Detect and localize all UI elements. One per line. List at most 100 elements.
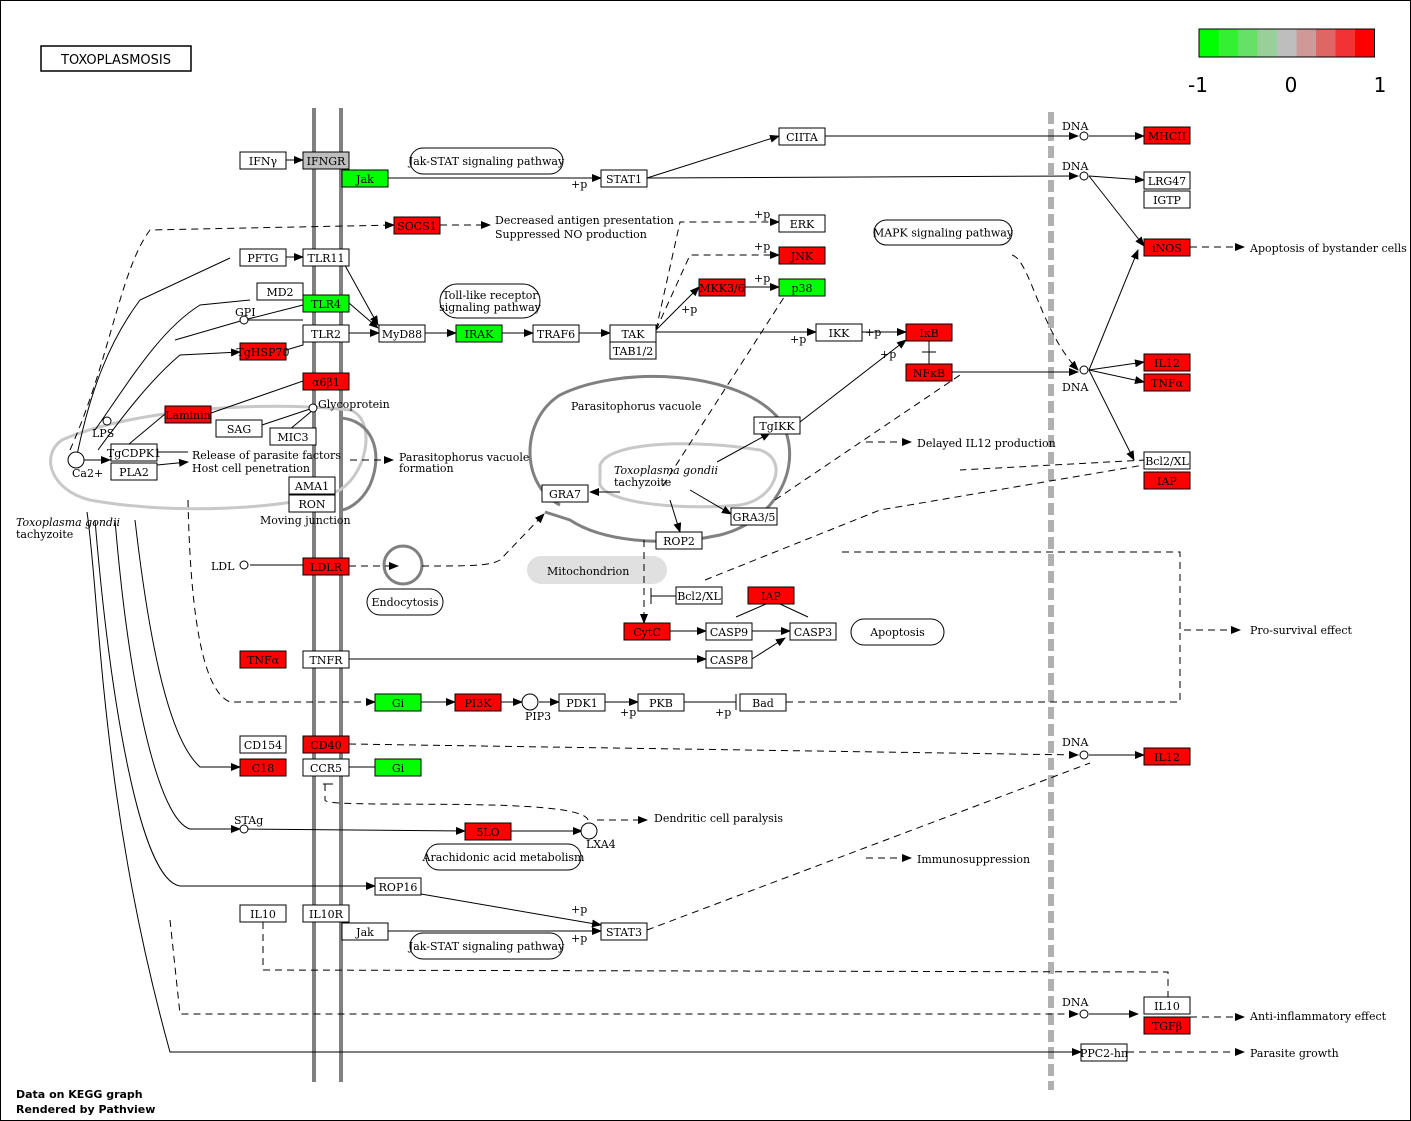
g-tak[interactable]: TAK <box>609 324 657 343</box>
g-tab12[interactable]: TAB1/2 <box>609 341 657 360</box>
g-bcl2xl2-label: Bcl2/XL <box>677 590 721 603</box>
g-ikk[interactable]: IKK <box>815 323 863 342</box>
g-tnfr[interactable]: TNFR <box>302 650 350 669</box>
pathway-title: TOXOPLASMOSIS <box>60 53 171 68</box>
g-rop2[interactable]: ROP2 <box>655 531 703 550</box>
g-socs1[interactable]: SOCS1 <box>393 216 441 235</box>
g-inos[interactable]: iNOS <box>1143 238 1191 257</box>
g-mhcii[interactable]: MHCII <box>1143 126 1191 145</box>
g-tghsp70[interactable]: TgHSP70 <box>237 342 290 361</box>
g-ama1[interactable]: AMA1 <box>288 476 336 495</box>
g-ldlr[interactable]: LDLR <box>302 557 350 576</box>
g-pdk1[interactable]: PDK1 <box>558 693 606 712</box>
g-sag[interactable]: SAG <box>215 419 263 438</box>
g-gra35[interactable]: GRA3/5 <box>730 507 778 526</box>
g-tgfb[interactable]: TGFβ <box>1143 1016 1191 1035</box>
g-cytc[interactable]: CytC <box>623 622 671 641</box>
g-casp9-box <box>705 622 753 641</box>
g-gi2-label: Gi <box>392 762 405 775</box>
g-irak[interactable]: IRAK <box>455 324 503 343</box>
g-il12b[interactable]: IL12 <box>1143 747 1191 766</box>
g-gra7[interactable]: GRA7 <box>541 484 589 503</box>
g-a6b1[interactable]: α6β1 <box>302 372 350 391</box>
g-mhcii-box <box>1143 126 1191 145</box>
g-gra35-label: GRA3/5 <box>733 511 776 524</box>
g-jak1[interactable]: Jak <box>341 169 389 188</box>
g-bad[interactable]: Bad <box>739 693 787 712</box>
g-casp3[interactable]: CASP3 <box>789 622 837 641</box>
g-tlr2[interactable]: TLR2 <box>302 324 350 343</box>
dna-node-2 <box>1079 171 1089 181</box>
g-casp8[interactable]: CASP8 <box>705 650 753 669</box>
g-ccr5[interactable]: CCR5 <box>302 758 350 777</box>
g-jnk-label: JNK <box>790 250 814 263</box>
g-tnfa1[interactable]: TNFα <box>1143 373 1191 392</box>
g-gi1[interactable]: Gi <box>374 693 422 712</box>
g-il10a[interactable]: IL10 <box>239 904 287 923</box>
g-cd154-box <box>239 735 287 754</box>
g-jak2[interactable]: Jak <box>341 922 389 941</box>
g-il10b[interactable]: IL10 <box>1143 996 1191 1015</box>
g-ron[interactable]: RON <box>288 494 336 513</box>
g-tgikk[interactable]: TgIKK <box>753 416 801 435</box>
legend-swatch-8 <box>1355 29 1375 57</box>
g-stat3[interactable]: STAT3 <box>600 922 648 941</box>
g-ifny[interactable]: IFNγ <box>239 151 287 170</box>
g-iap2[interactable]: IAP <box>747 586 795 605</box>
g-tgcdpk1-box <box>110 443 158 462</box>
g-mic3[interactable]: MIC3 <box>269 427 317 446</box>
pw-apop-box <box>850 618 945 646</box>
g-erk[interactable]: ERK <box>778 214 826 233</box>
g-iap1[interactable]: IAP <box>1143 471 1191 490</box>
g-pftg[interactable]: PFTG <box>239 248 287 267</box>
g-tgcdpk1[interactable]: TgCDPK1 <box>107 443 161 462</box>
pw-mapk[interactable]: MAPK signaling pathway <box>873 219 1014 246</box>
g-stat1[interactable]: STAT1 <box>600 169 648 188</box>
g-traf6[interactable]: TRAF6 <box>532 324 580 343</box>
pw-toll-label: signaling pathway <box>439 301 542 314</box>
g-lrg47[interactable]: LRG47 <box>1143 171 1191 190</box>
g-igtp[interactable]: IGTP <box>1143 190 1191 209</box>
g-il10r[interactable]: IL10R <box>302 904 350 923</box>
pw-jakstat1[interactable]: Jak-STAT signaling pathway <box>408 147 565 175</box>
g-cd40[interactable]: CD40 <box>302 735 350 754</box>
g-nfkb[interactable]: NFκB <box>905 363 953 382</box>
pw-arach[interactable]: Arachidonic acid metabolism <box>422 843 585 871</box>
g-p38[interactable]: p38 <box>778 278 826 297</box>
pw-endo[interactable]: Endocytosis <box>366 588 444 616</box>
g-gi2[interactable]: Gi <box>374 758 422 777</box>
g-ikb[interactable]: IκB <box>905 323 953 342</box>
g-bcl2xl1[interactable]: Bcl2/XL <box>1143 451 1191 470</box>
g-ifngr[interactable]: IFNGR <box>302 151 350 170</box>
g-ppc2[interactable]: PPC2-hn <box>1080 1043 1128 1062</box>
g-myd88[interactable]: MyD88 <box>378 324 426 343</box>
g-cd154[interactable]: CD154 <box>239 735 287 754</box>
g-rop16-box <box>374 877 422 896</box>
g-rop16[interactable]: ROP16 <box>374 877 422 896</box>
g-tlr11[interactable]: TLR11 <box>302 248 350 267</box>
pw-endo-label: Endocytosis <box>371 596 438 609</box>
g-ikk-box <box>815 323 863 342</box>
pw-apop[interactable]: Apoptosis <box>850 618 945 646</box>
g-5lo[interactable]: 5LO <box>464 822 512 841</box>
g-pkb[interactable]: PKB <box>637 693 685 712</box>
g-tlr4[interactable]: TLR4 <box>302 294 350 313</box>
g-c18[interactable]: C18 <box>239 758 287 777</box>
lbl-lxa4: LXA4 <box>586 838 616 851</box>
g-il10r-label: IL10R <box>309 908 344 921</box>
g-ciita[interactable]: CIITA <box>778 127 826 146</box>
pw-jakstat2[interactable]: Jak-STAT signaling pathway <box>408 932 565 960</box>
g-casp9[interactable]: CASP9 <box>705 622 753 641</box>
g-jnk[interactable]: JNK <box>778 246 826 265</box>
g-pi3k[interactable]: PI3K <box>454 693 502 712</box>
g-pla2[interactable]: PLA2 <box>110 462 158 481</box>
g-il12a[interactable]: IL12 <box>1143 353 1191 372</box>
g-md2[interactable]: MD2 <box>256 282 304 301</box>
g-tnfa2[interactable]: TNFα <box>239 650 287 669</box>
g-laminin[interactable]: Laminin <box>164 405 212 424</box>
g-bcl2xl2[interactable]: Bcl2/XL <box>675 586 723 605</box>
pw-jakstat1-box <box>409 147 564 175</box>
g-mkk36[interactable]: MKK3/6 <box>698 278 746 297</box>
